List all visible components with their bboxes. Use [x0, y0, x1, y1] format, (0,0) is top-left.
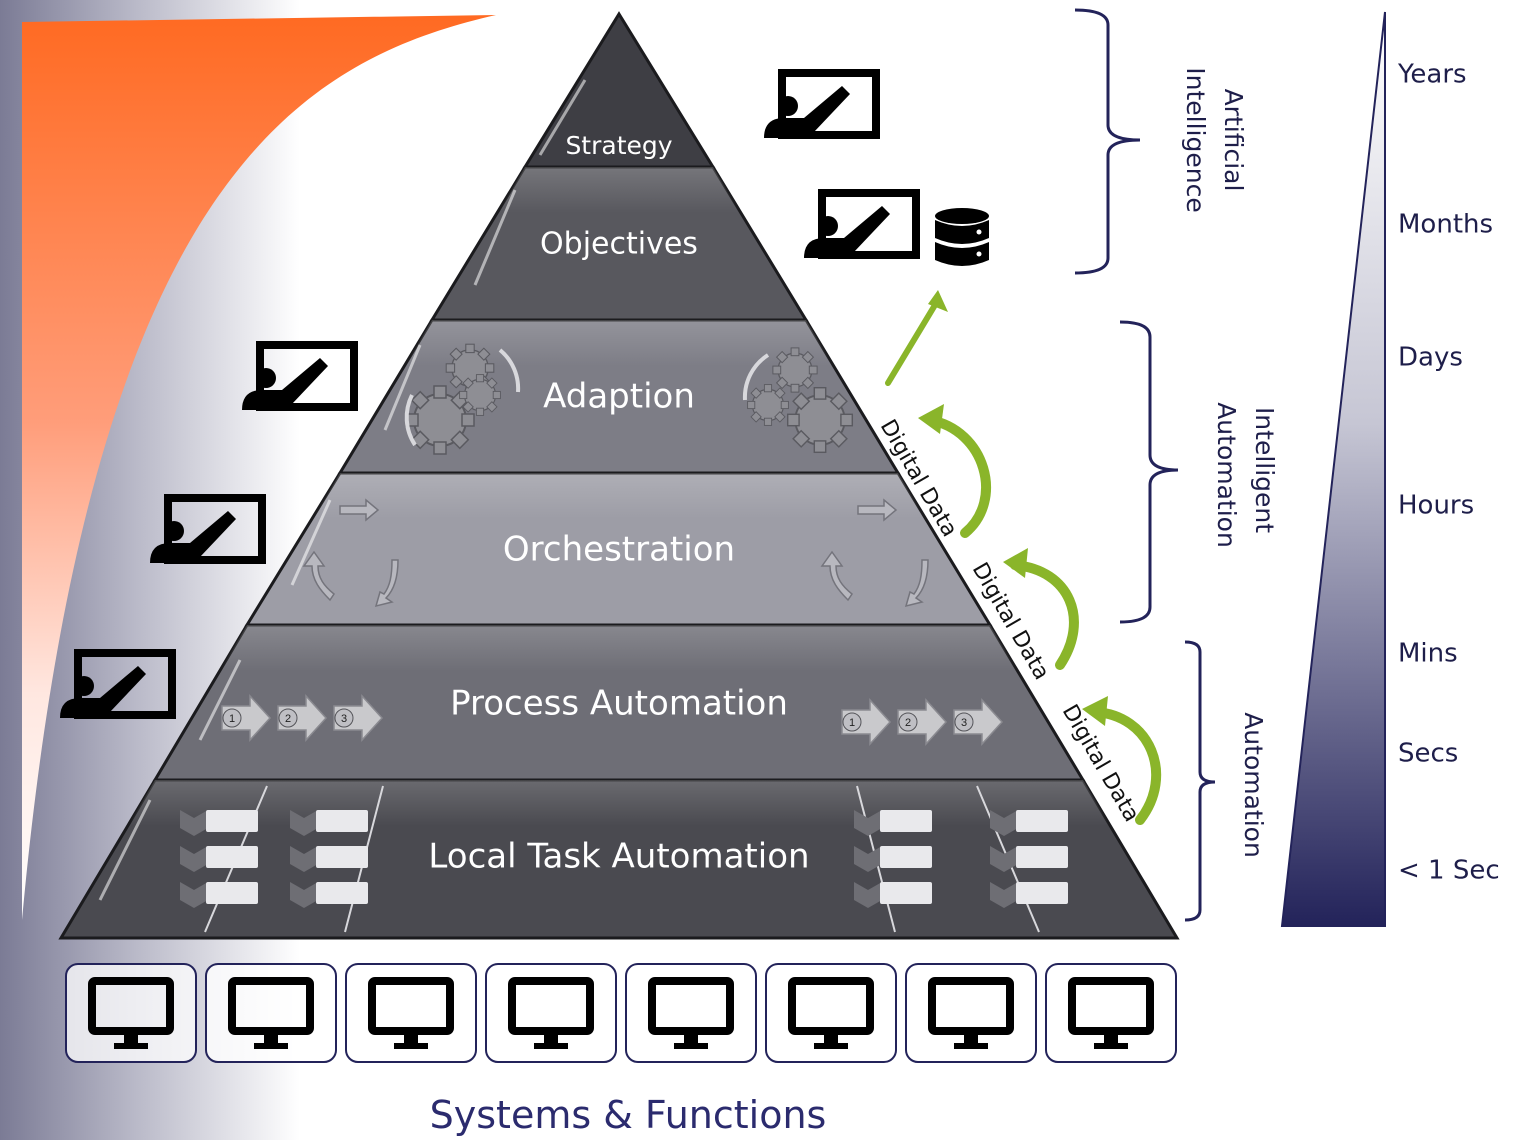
bracket-label-ai-1: Artificial — [1219, 89, 1248, 192]
timescale-mins: Mins — [1398, 639, 1458, 669]
system-box-5 — [625, 963, 757, 1063]
timescale-lt1sec: < 1 Sec — [1398, 856, 1500, 886]
step-num-1b: 1 — [849, 717, 855, 729]
timescale-wedge — [1280, 11, 1386, 927]
level-label-process: Process Automation — [450, 684, 788, 724]
bracket-label-automation: Automation — [1239, 712, 1268, 858]
level-label-local: Local Task Automation — [428, 837, 809, 877]
level-label-orchestration: Orchestration — [503, 530, 735, 570]
timescale-years: Years — [1397, 60, 1467, 90]
level-label-strategy: Strategy — [565, 131, 672, 160]
system-box-8 — [1045, 963, 1177, 1063]
step-num-2: 2 — [285, 713, 291, 725]
systems-row — [65, 963, 1177, 1063]
timescale-hours: Hours — [1398, 491, 1474, 521]
growth-curve — [22, 15, 496, 920]
process-steps-left: 1 2 3 — [221, 695, 383, 741]
bracket-label-ai-2: Intelligence — [1181, 67, 1210, 212]
step-num-3: 3 — [341, 713, 347, 725]
system-box-6 — [765, 963, 897, 1063]
presenter-icon-strategy — [764, 73, 876, 138]
orchestration-left-icon — [302, 498, 399, 608]
orchestration-right-icon — [820, 498, 929, 608]
level-label-adaption: Adaption — [543, 377, 695, 417]
process-steps-right: 1 2 3 — [841, 699, 1003, 745]
bracket-automation — [1184, 640, 1216, 922]
timescale-secs: Secs — [1398, 739, 1458, 769]
timescale-days: Days — [1398, 343, 1463, 373]
database-icon — [935, 208, 989, 266]
presenter-icon-objectives — [804, 193, 916, 258]
bracket-label-ia-1: Intelligent — [1250, 407, 1279, 533]
gears-right-icon — [742, 347, 854, 454]
bracket-label-ia-2: Automation — [1212, 402, 1241, 548]
level-label-objectives: Objectives — [540, 227, 698, 262]
gears-left-icon — [404, 343, 521, 455]
step-num-3b: 3 — [961, 717, 967, 729]
system-box-4 — [485, 963, 617, 1063]
timescale-months: Months — [1398, 210, 1493, 240]
system-box-7 — [905, 963, 1037, 1063]
system-box-1 — [65, 963, 197, 1063]
systems-functions-label: Systems & Functions — [430, 1093, 827, 1137]
data-flow-arrows — [885, 290, 1162, 825]
bracket-intelligent — [1119, 320, 1179, 624]
step-num-1: 1 — [229, 713, 235, 725]
step-num-2b: 2 — [905, 717, 911, 729]
system-box-3 — [345, 963, 477, 1063]
bracket-ai — [1074, 8, 1141, 275]
system-box-2 — [205, 963, 337, 1063]
